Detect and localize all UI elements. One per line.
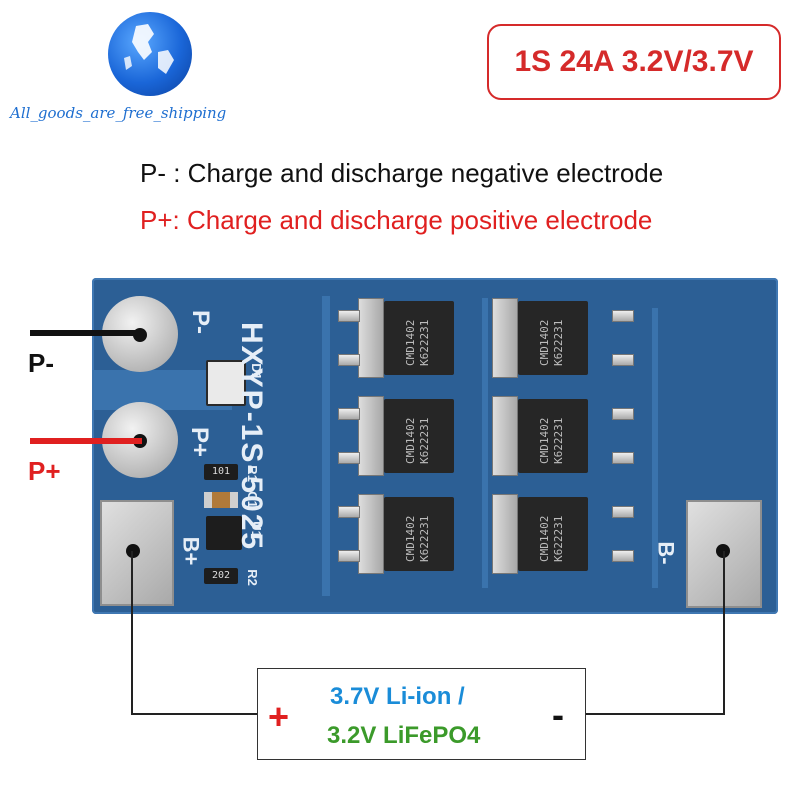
b-plus-connection-line [131, 713, 258, 715]
p-plus-description: P+: Charge and discharge positive electr… [140, 205, 653, 235]
mosfet-chip [384, 497, 454, 571]
silk-b-plus: B+ [178, 536, 204, 566]
b-plus-connection-line [131, 551, 133, 715]
mosfet-chip [518, 301, 588, 375]
diode-d1 [206, 360, 246, 406]
mosfet-marking: K622231 [552, 417, 565, 464]
spec-label-box: 1S 24A 3.2V/3.7V [487, 24, 781, 100]
mosfet-marking: K622231 [552, 319, 565, 366]
p-minus-wire-label: P- [28, 348, 54, 378]
silk-b-minus: B- [653, 541, 679, 565]
mosfet-tab [492, 298, 518, 378]
silk-r2: R2 [244, 569, 260, 586]
mosfet-tab [492, 396, 518, 476]
mosfet-marking: CMD1402 [538, 417, 551, 464]
p-plus-wire-label: P+ [28, 456, 61, 486]
mosfet-chip [384, 301, 454, 375]
battery-minus-sign: - [552, 694, 564, 735]
board-model-label: HXYP-1S-5025 [235, 322, 268, 552]
mosfet-chip [518, 399, 588, 473]
battery-box [257, 668, 586, 760]
capacitor-c1 [204, 492, 238, 508]
battery-type-lifepo4: 3.2V LiFePO4 [327, 722, 481, 749]
b-minus-connection-line [585, 713, 725, 715]
mosfet-marking: K622231 [418, 515, 431, 562]
mosfet-tab [492, 494, 518, 574]
ic-u1 [206, 516, 242, 550]
b-plus-pad-hole [126, 544, 140, 558]
resistor-r2 [204, 568, 238, 584]
mosfet-marking: CMD1402 [404, 319, 417, 366]
mosfet-marking: CMD1402 [404, 515, 417, 562]
pcb-board: P- P+ D1 101 R1 C1 U1 202 R2 B+ B- HXYP-… [92, 278, 778, 614]
mosfet-marking: K622231 [552, 515, 565, 562]
mosfet-tab [358, 494, 384, 574]
mosfet-tab [358, 396, 384, 476]
mosfet-tab [358, 298, 384, 378]
mosfet-chip [518, 497, 588, 571]
p-plus-wire [30, 438, 142, 444]
globe-logo-icon [108, 12, 192, 96]
mosfet-chip [384, 399, 454, 473]
p-minus-description: P- : Charge and discharge negative elect… [140, 158, 664, 188]
r1-value: 101 [212, 466, 231, 477]
mosfet-marking: K622231 [418, 417, 431, 464]
mosfet-marking: CMD1402 [538, 319, 551, 366]
mosfet-marking: K622231 [418, 319, 431, 366]
silk-p-plus: P+ [186, 426, 214, 458]
mosfet-marking: CMD1402 [538, 515, 551, 562]
p-minus-wire [30, 330, 142, 336]
b-minus-connection-line [723, 551, 725, 715]
silk-p-minus: P- [187, 310, 214, 334]
r2-value: 202 [212, 570, 231, 581]
battery-plus-sign: + [268, 696, 290, 737]
mosfet-marking: CMD1402 [404, 417, 417, 464]
resistor-r1 [204, 464, 238, 480]
shop-slogan: All_goods_are_free_shipping [10, 104, 227, 122]
battery-type-liion: 3.7V Li-ion / [330, 683, 465, 710]
